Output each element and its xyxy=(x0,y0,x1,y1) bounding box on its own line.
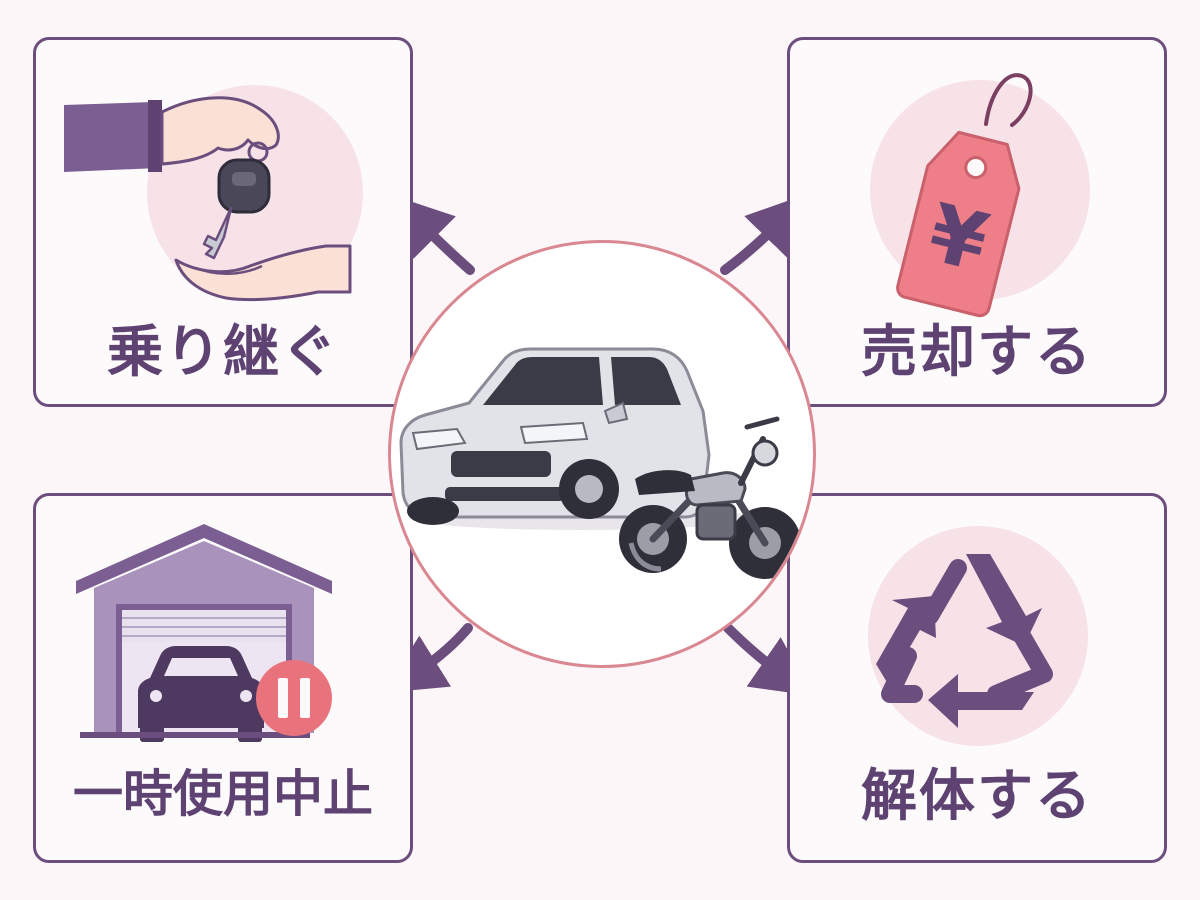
hand-key-icon xyxy=(64,85,363,302)
car-and-motorcycle-icon xyxy=(399,347,801,579)
arrow-to-noritsugu xyxy=(392,195,475,275)
option-label-baikyaku: 売却する xyxy=(861,320,1093,385)
option-label-kaitai: 解体する xyxy=(861,764,1093,829)
option-label-noritsugu: 乗り継ぐ xyxy=(107,320,339,385)
recycle-icon xyxy=(868,526,1088,746)
yen-price-tag-icon: ¥ xyxy=(870,73,1090,318)
vehicle-hub xyxy=(388,240,816,668)
option-card-ichiji-shiyou-chuushi[interactable]: 一時使用中止 xyxy=(33,493,413,863)
option-label-ichiji-shiyou-chuushi: 一時使用中止 xyxy=(73,765,373,823)
option-card-kaitai[interactable]: 解体する xyxy=(787,493,1167,863)
arrow-to-baikyaku xyxy=(720,193,808,275)
option-card-baikyaku[interactable]: ¥ 売却する xyxy=(787,37,1167,407)
garage-pause-icon xyxy=(76,524,332,742)
arrow-to-kaitai xyxy=(723,623,814,696)
option-card-noritsugu[interactable]: 乗り継ぐ xyxy=(33,37,413,407)
arrow-to-ichiji xyxy=(384,623,473,693)
